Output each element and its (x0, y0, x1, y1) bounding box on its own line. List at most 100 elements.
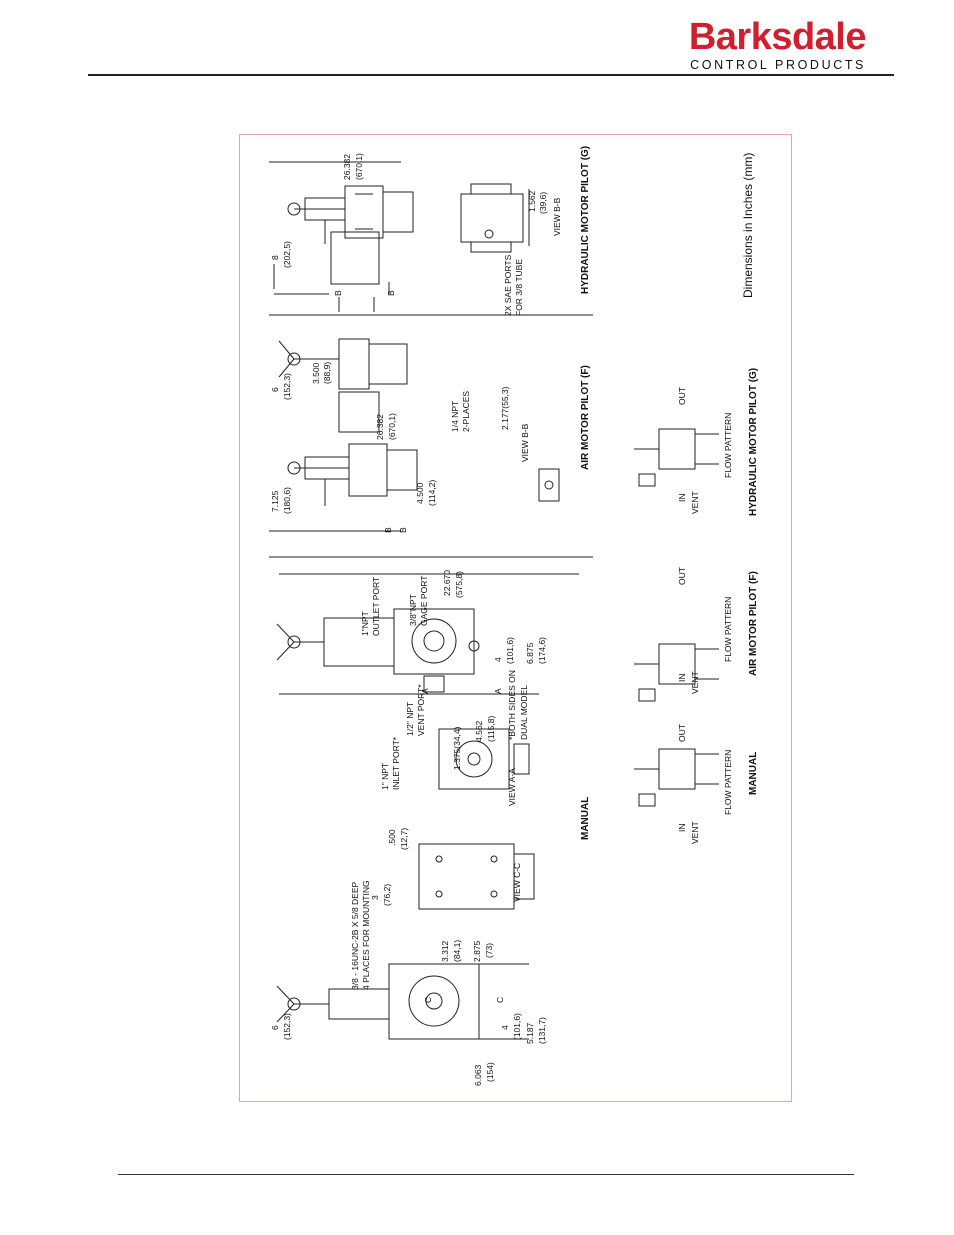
manual-dual-model: DUAL MODEL (519, 685, 529, 740)
flow-in-manual: IN (677, 823, 687, 833)
manual-view-cc: VIEW C-C (512, 862, 522, 902)
section-marker-a1: A (420, 688, 430, 694)
manual-dim-4-mm: (101,6) (512, 1013, 522, 1040)
manual-dim-5187: 5.187 (525, 1022, 535, 1044)
manual-dim-1375: 1.375(34,4) (452, 726, 462, 770)
air-dim-3500: 3.500 (311, 362, 321, 384)
section-title-manual: MANUAL (580, 796, 591, 840)
brand-subtitle: CONTROL PRODUCTS (690, 58, 866, 72)
flow-vent-air: VENT (690, 671, 700, 694)
manual-dim-3312: 3.312 (440, 940, 450, 962)
air-valve-view (269, 264, 418, 532)
flow-title-manual: MANUAL (748, 751, 759, 795)
brand-logo: Barksdale CONTROL PRODUCTS (688, 16, 867, 72)
flow-out-air: OUT (677, 567, 687, 585)
hydraulic-valve-view (269, 161, 414, 312)
air-dim-4500-mm: (114,2) (427, 479, 437, 506)
flow-symbol-hydraulic (634, 428, 719, 487)
flow-in-hydraulic: IN (677, 493, 687, 503)
air-dim-2177: 2.177(55,3) (500, 386, 510, 430)
hyd-dim-26382-mm: (670,1) (354, 153, 364, 180)
manual-inlet-npt: 1" NPT (380, 762, 390, 790)
manual-dim-4562-mm: (115,8) (486, 715, 496, 742)
hyd-dim-8-mm: (202,5) (282, 241, 292, 268)
manual-dim-3-mm: (76,2) (382, 883, 392, 906)
section-title-hydraulic: HYDRAULIC MOTOR PILOT (G) (580, 145, 591, 294)
air-dim-4500: 4.500 (415, 482, 425, 504)
flow-vent-hydraulic: VENT (690, 491, 700, 514)
flow-symbol-air (634, 643, 719, 702)
manual-inlet-port: INLET PORT* (391, 736, 401, 790)
manual-dim-6875-mm: (174,6) (537, 637, 547, 664)
flow-title-hydraulic: HYDRAULIC MOTOR PILOT (G) (748, 367, 759, 516)
air-dim-26382: 26.382 (375, 414, 385, 440)
manual-dim-22670: 22.670 (442, 570, 452, 596)
manual-view-aa: VIEW A-A (507, 768, 517, 806)
manual-dim-4: 4 (500, 1025, 510, 1030)
section-marker-a2: A (493, 688, 503, 694)
manual-dim-6: 6 (270, 1025, 280, 1030)
drawing-frame (239, 134, 792, 1102)
manual-dim-2875-mm: (73) (484, 942, 494, 958)
dimensions-note: Dimensions in Inches (mm) (741, 152, 755, 298)
air-dim-6: 6 (270, 387, 280, 392)
flow-pattern-label-hydraulic: FLOW PATTERN (723, 412, 733, 478)
manual-dim-500: .500 (387, 829, 397, 846)
hyd-dim-1562-mm: (39,6) (538, 191, 548, 214)
manual-dim-4562: 4.562 (474, 720, 484, 742)
manual-outlet-npt: 1"NPT (360, 611, 370, 636)
manual-outlet-view (276, 573, 579, 695)
flow-out-manual: OUT (677, 724, 687, 742)
hyd-sae-ports: 2X SAE PORTS (503, 254, 513, 316)
manual-dim-3: 3 (370, 895, 380, 900)
dimension-drawing (269, 161, 719, 1040)
section-marker-b1: B (333, 290, 343, 296)
hyd-sae-tube: FOR 3/8 TUBE (514, 259, 524, 316)
manual-dim-5187-mm: (131,7) (537, 1017, 547, 1044)
manual-gage-port: GAGE PORT (419, 575, 429, 626)
manual-dim-4b-mm: (101,6) (505, 637, 515, 664)
manual-dim-500-mm: (12,7) (399, 827, 409, 850)
manual-view-cc (418, 843, 535, 910)
air-view-bb (538, 468, 560, 502)
air-dim-26382-mm: (670,1) (387, 413, 397, 440)
manual-mounting: 3/8 - 16UNC-2B X 5/8 DEEP (350, 881, 360, 990)
hyd-dim-1562: 1.562 (527, 190, 537, 212)
air-npt: 1/4 NPT (450, 400, 460, 432)
manual-dim-2875: 2.875 (472, 940, 482, 962)
air-dim-7125: 7.125 (270, 490, 280, 512)
manual-front-view (276, 963, 529, 1040)
air-dim-6-mm: (152,3) (282, 373, 292, 400)
hyd-dim-8: 8 (270, 255, 280, 260)
section-marker-c2: C (495, 996, 505, 1003)
manual-dim-6063-mm: (154) (485, 1062, 495, 1082)
hydraulic-view-bb (460, 183, 530, 253)
header-rule (88, 74, 894, 76)
flow-vent-manual: VENT (690, 821, 700, 844)
brand-name: Barksdale (688, 16, 867, 58)
footer-rule (118, 1174, 854, 1175)
manual-dim-6063: 6.063 (473, 1064, 483, 1086)
hyd-dim-26382: 26.382 (342, 154, 352, 180)
manual-dim-4b: 4 (493, 657, 503, 662)
manual-view-aa (438, 728, 530, 790)
flow-symbol-manual (634, 748, 719, 807)
manual-dim-3312-mm: (84,1) (452, 939, 462, 962)
hyd-view-bb: VIEW B-B (552, 197, 562, 236)
flow-out-hydraulic: OUT (677, 387, 687, 405)
manual-gage-npt: 3/8"NPT (408, 594, 418, 626)
air-view-bb: VIEW B-B (520, 423, 530, 462)
section-marker-b3: B (383, 527, 393, 533)
section-marker-c1: C (423, 996, 433, 1003)
flow-in-air: IN (677, 673, 687, 683)
section-marker-b4: B (398, 527, 408, 533)
manual-outlet-port: OUTLET PORT (371, 576, 381, 636)
air-dim-3500-mm: (88,9) (322, 361, 332, 384)
manual-both-sides: *BOTH SIDES ON (507, 670, 517, 740)
air-dim-7125-mm: (180,6) (282, 487, 292, 514)
manual-dim-22670-mm: (575,8) (454, 571, 464, 598)
flow-pattern-label-air: FLOW PATTERN (723, 596, 733, 662)
flow-title-air: AIR MOTOR PILOT (F) (748, 571, 759, 676)
air-places: 2-PLACES (461, 390, 471, 432)
section-marker-b2: B (386, 290, 396, 296)
